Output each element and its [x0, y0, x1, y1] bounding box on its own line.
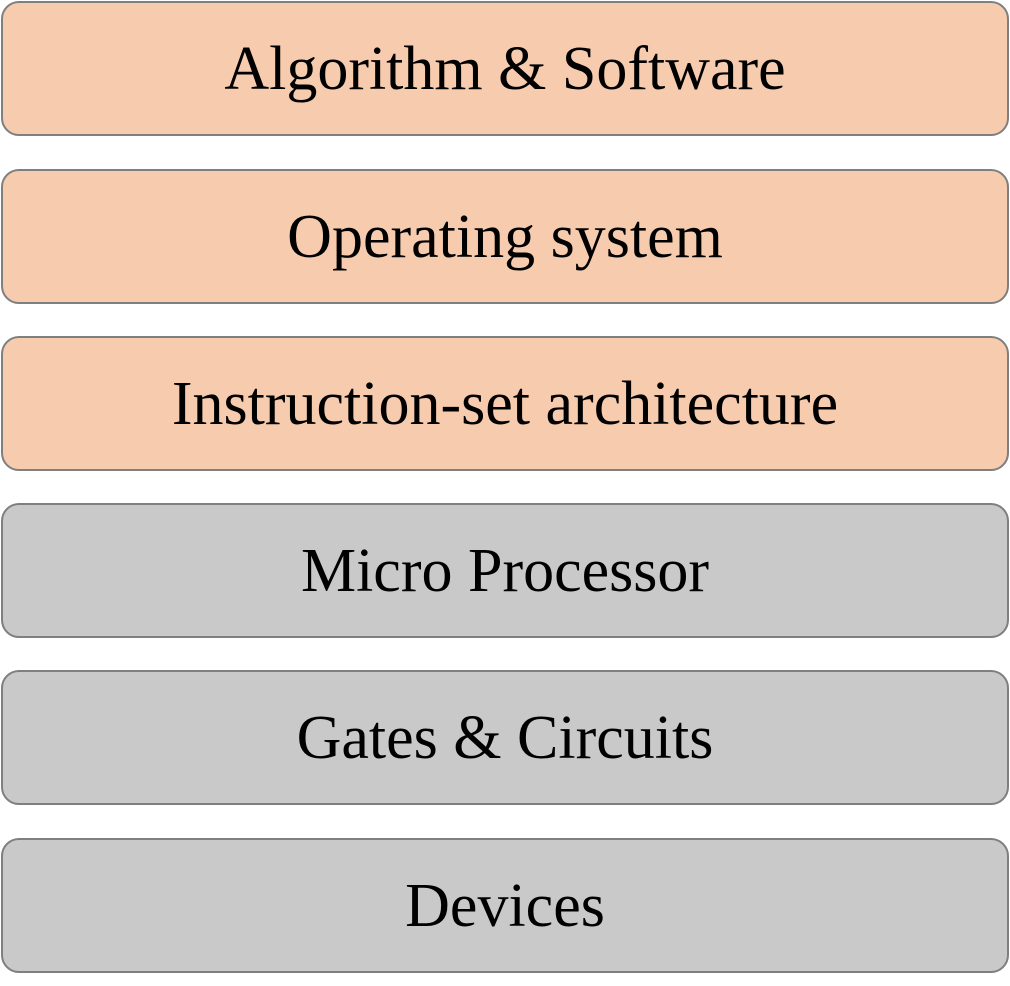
layer-instruction-set-architecture: Instruction-set architecture — [1, 336, 1009, 471]
layer-algorithm-software: Algorithm & Software — [1, 1, 1009, 136]
layer-label: Devices — [405, 871, 605, 940]
layer-devices: Devices — [1, 838, 1009, 973]
layer-operating-system: Operating system — [1, 169, 1009, 304]
layer-label: Operating system — [287, 202, 723, 271]
layer-label: Algorithm & Software — [224, 34, 786, 103]
layer-label: Gates & Circuits — [296, 703, 714, 772]
layer-micro-processor: Micro Processor — [1, 503, 1009, 638]
layer-label: Instruction-set architecture — [171, 369, 839, 438]
layer-gates-circuits: Gates & Circuits — [1, 670, 1009, 805]
layer-label: Micro Processor — [300, 536, 710, 605]
